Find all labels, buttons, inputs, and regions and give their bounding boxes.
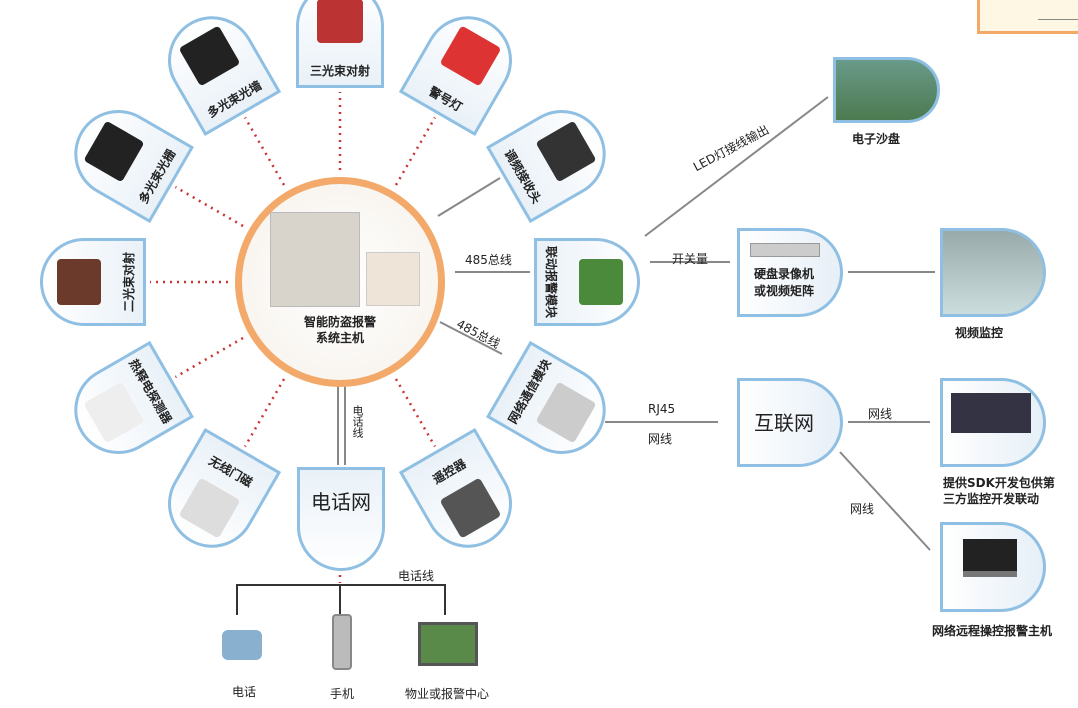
switch-label: 开关量: [672, 252, 709, 266]
wireless-link: [243, 116, 286, 186]
corner-box: [977, 0, 1078, 34]
network-cable-label: 网线: [868, 407, 893, 421]
laptop-icon: [963, 539, 1017, 577]
wireless-link: [394, 116, 437, 186]
internet-node[interactable]: 互联网: [737, 378, 843, 467]
phone-line-label: 电话线: [351, 405, 364, 438]
device-image-icon: [83, 381, 145, 444]
host-title: 智能防盗报警系统主机: [303, 315, 376, 345]
host-keypad-icon: [366, 252, 420, 306]
remote-host-node[interactable]: [940, 522, 1046, 612]
device-image-icon: [579, 259, 623, 305]
wireless-link: [174, 336, 244, 379]
endpoint-label: 物业或报警中心: [405, 687, 490, 701]
bus485-label: 485总线: [465, 253, 512, 267]
device-image-icon: [439, 25, 502, 87]
phone-bus-label: 电话线: [398, 569, 435, 583]
network-cable-label: 网线: [648, 432, 673, 446]
device-image-icon: [439, 477, 502, 539]
video-monitor-label: 视频监控: [955, 326, 1004, 340]
dvr-label: 硬盘录像机: [754, 267, 815, 281]
phone-network-node[interactable]: 电话网: [297, 467, 385, 571]
network-cable-label: 网线: [850, 502, 875, 516]
video-monitor-node[interactable]: [940, 228, 1046, 317]
wireless-link: [174, 185, 244, 228]
sdk-label: 提供SDK开发包供第: [943, 476, 1055, 490]
mobile-phone-icon: [332, 614, 352, 670]
device-image-icon: [57, 259, 101, 305]
remote-host-label: 网络远程操控报警主机: [932, 624, 1053, 638]
device-image-icon: [83, 120, 145, 183]
device-label: 二光束对射: [122, 252, 136, 313]
sandtable-node[interactable]: [833, 57, 940, 123]
sandtable-label: 电子沙盘: [852, 132, 901, 146]
sdk-label: 三方监控开发联动: [943, 492, 1040, 506]
device-image-icon: [535, 381, 597, 444]
device-label: 三光束对射: [309, 64, 370, 78]
wireless-link: [394, 378, 437, 448]
rj45-label: RJ45: [648, 402, 676, 416]
host-cabinet-icon: [270, 212, 360, 307]
alarm-host[interactable]: 智能防盗报警系统主机: [235, 177, 445, 387]
dvr-icon: [750, 243, 820, 257]
telephone-icon: [222, 630, 262, 660]
phone-network-label: 电话网: [311, 490, 371, 514]
device-image-icon: [535, 120, 597, 183]
sdk-node[interactable]: [940, 378, 1046, 467]
internet-label: 互联网: [754, 411, 814, 435]
endpoint-label: 手机: [330, 687, 355, 701]
device-petal[interactable]: 三光束对射: [296, 0, 384, 88]
dvr-node[interactable]: 硬盘录像机 或视频矩阵: [737, 228, 843, 317]
device-image-icon: [178, 25, 241, 87]
dvr-label: 或视频矩阵: [754, 284, 815, 298]
device-label: 联动报警模块: [544, 245, 558, 318]
video-wall-icon: [951, 393, 1031, 433]
device-image-icon: [317, 0, 363, 43]
device-petal[interactable]: 二光束对射: [40, 238, 146, 326]
computer-icon: [418, 622, 478, 666]
wireless-link: [243, 378, 286, 448]
endpoint-label: 电话: [232, 685, 257, 699]
device-petal[interactable]: 联动报警模块: [534, 238, 640, 326]
device-image-icon: [178, 477, 241, 539]
